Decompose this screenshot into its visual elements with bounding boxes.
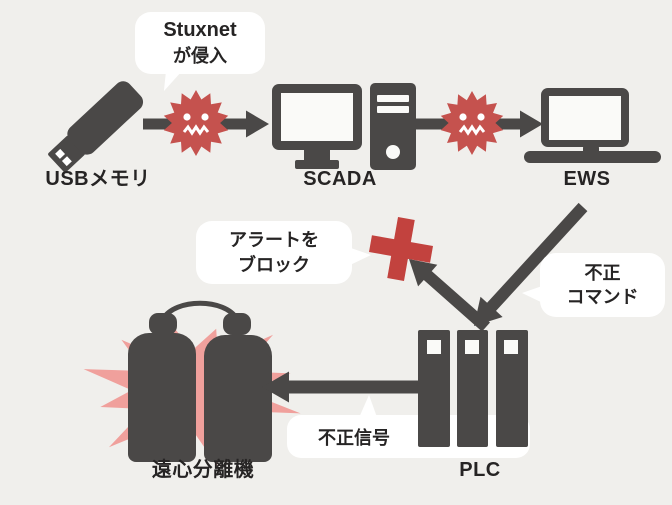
virus-eye (201, 113, 209, 121)
virus-mouth (182, 124, 210, 136)
block-cross-icon (368, 216, 434, 282)
plc-module (418, 330, 450, 447)
plc-led (427, 340, 441, 354)
arrow-ews-to-plc (474, 202, 588, 326)
usb-body (67, 81, 144, 155)
malware-virus-icon (163, 90, 229, 156)
unauthorized-command-callout: 不正 コマンド (522, 253, 665, 317)
stuxnet-callout-line1: Stuxnet (163, 19, 237, 42)
monitor-base (295, 160, 339, 169)
callout-tail (163, 69, 183, 93)
stuxnet-callout-line2: が侵入 (173, 46, 227, 67)
laptop-screen (549, 96, 621, 140)
tower-slot (377, 106, 409, 113)
plc-controller-icon (418, 330, 528, 447)
usb-label: USBメモリ (45, 168, 151, 190)
plc-led (504, 340, 518, 354)
stuxnet-callout: Stuxnet が侵入 (135, 12, 265, 93)
cross-bar (387, 216, 415, 282)
desktop-computer-icon (272, 83, 416, 170)
monitor-screen (281, 93, 353, 141)
virus-body (163, 90, 229, 156)
tower-button (386, 145, 400, 159)
plc-module (496, 330, 528, 447)
centrifuge-label: 遠心分離機 (151, 459, 255, 481)
usb-pin-hole (55, 148, 66, 159)
plc-module (457, 330, 488, 447)
callout-tail (348, 247, 371, 266)
left-cylinder (128, 352, 196, 462)
virus-eye (459, 113, 467, 121)
plc-led (465, 340, 479, 354)
virus-body (440, 91, 504, 155)
command-line2: コマンド (566, 287, 639, 307)
tower-slot (377, 95, 409, 102)
virus-eye (477, 113, 485, 121)
usb-pin-hole (61, 156, 72, 167)
alert-block-line1: アラートを (229, 230, 319, 251)
plc-label: PLC (459, 459, 501, 481)
monitor-neck (304, 150, 330, 161)
laptop-base (524, 151, 661, 163)
laptop-icon (524, 88, 661, 163)
right-cap (223, 313, 251, 335)
virus-eye (183, 113, 191, 121)
centrifuge-cylinders-icon (128, 300, 272, 462)
arrow-plc-to-centrifuge (262, 371, 420, 403)
unauthorized-signal-callout: 不正信号 (318, 428, 390, 448)
tower-case (370, 83, 416, 170)
callout-tail (522, 285, 545, 304)
signal-bubble-tail (358, 395, 378, 420)
right-cylinder (204, 354, 272, 462)
malware-virus-icon (440, 91, 504, 155)
scada-label: SCADA (303, 168, 377, 190)
alert-block-line2: ブロック (238, 254, 310, 275)
virus-mouth (458, 124, 486, 136)
command-line1: 不正 (584, 262, 621, 283)
left-cap (149, 313, 177, 335)
ews-label: EWS (563, 168, 611, 190)
alert-block-callout: アラートを ブロック (196, 221, 371, 284)
usb-memory-icon (48, 81, 144, 173)
arrow-plc-to-alert (409, 259, 490, 332)
